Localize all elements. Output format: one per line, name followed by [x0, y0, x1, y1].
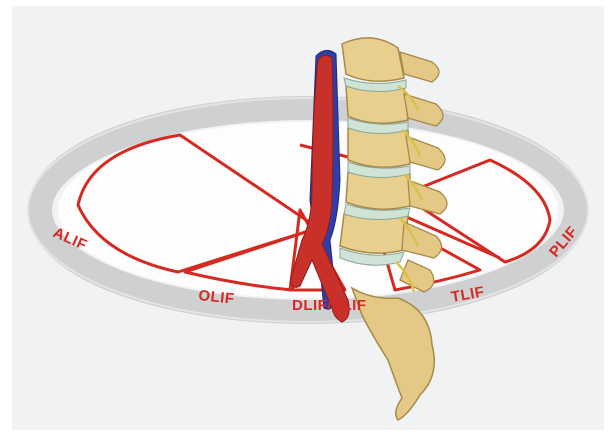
approach-ring [28, 98, 588, 322]
label-dlif-xlif: DLIF/XLIF [292, 297, 367, 314]
vertebra-l1 [342, 38, 404, 81]
